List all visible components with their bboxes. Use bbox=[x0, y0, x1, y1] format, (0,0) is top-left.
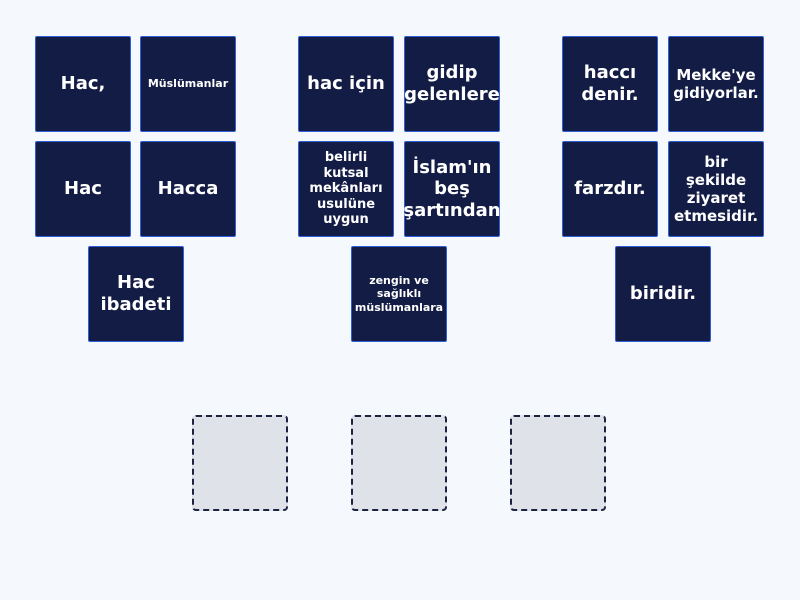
word-tile[interactable]: hac için bbox=[298, 36, 394, 132]
drop-slot-3[interactable] bbox=[510, 415, 606, 511]
word-tile-label: belirli kutsal mekânları usulüne uygun bbox=[309, 150, 383, 228]
word-tile-label: gidip gelenlere bbox=[404, 62, 500, 105]
word-tile-label: Hac bbox=[64, 178, 102, 200]
word-tile-label: farzdır. bbox=[574, 178, 646, 200]
word-tile[interactable]: belirli kutsal mekânları usulüne uygun bbox=[298, 141, 394, 237]
word-tile[interactable]: Hac ibadeti bbox=[88, 246, 184, 342]
word-tile-label: hac için bbox=[307, 73, 385, 95]
word-tile[interactable]: Hacca bbox=[140, 141, 236, 237]
word-tile[interactable]: Hac, bbox=[35, 36, 131, 132]
word-tile[interactable]: haccı denir. bbox=[562, 36, 658, 132]
word-tile-label: Mekke'ye gidiyorlar. bbox=[673, 66, 759, 102]
word-tile-label: Müslümanlar bbox=[147, 77, 229, 91]
word-tile-label: Hacca bbox=[157, 178, 219, 200]
word-tile[interactable]: Hac bbox=[35, 141, 131, 237]
word-tile-label: biridir. bbox=[629, 283, 697, 305]
word-tile-label: zengin ve sağlıklı müslümanlara bbox=[354, 274, 444, 314]
word-tile[interactable]: Mekke'ye gidiyorlar. bbox=[668, 36, 764, 132]
drop-slot-1[interactable] bbox=[192, 415, 288, 511]
word-tile-label: Hac, bbox=[60, 73, 106, 95]
word-tile[interactable]: Müslümanlar bbox=[140, 36, 236, 132]
word-tile[interactable]: gidip gelenlere bbox=[404, 36, 500, 132]
word-tile[interactable]: zengin ve sağlıklı müslümanlara bbox=[351, 246, 447, 342]
word-tile[interactable]: biridir. bbox=[615, 246, 711, 342]
word-tile-label: İslam'ın beş şartından bbox=[403, 156, 501, 221]
word-tile[interactable]: farzdır. bbox=[562, 141, 658, 237]
word-tile-label: Hac ibadeti bbox=[100, 272, 172, 315]
word-tile-label: bir şekilde ziyaret etmesidir. bbox=[673, 153, 759, 225]
word-tile[interactable]: bir şekilde ziyaret etmesidir. bbox=[668, 141, 764, 237]
word-tile[interactable]: İslam'ın beş şartından bbox=[403, 141, 501, 237]
drop-slot-2[interactable] bbox=[351, 415, 447, 511]
word-tile-label: haccı denir. bbox=[581, 62, 639, 105]
